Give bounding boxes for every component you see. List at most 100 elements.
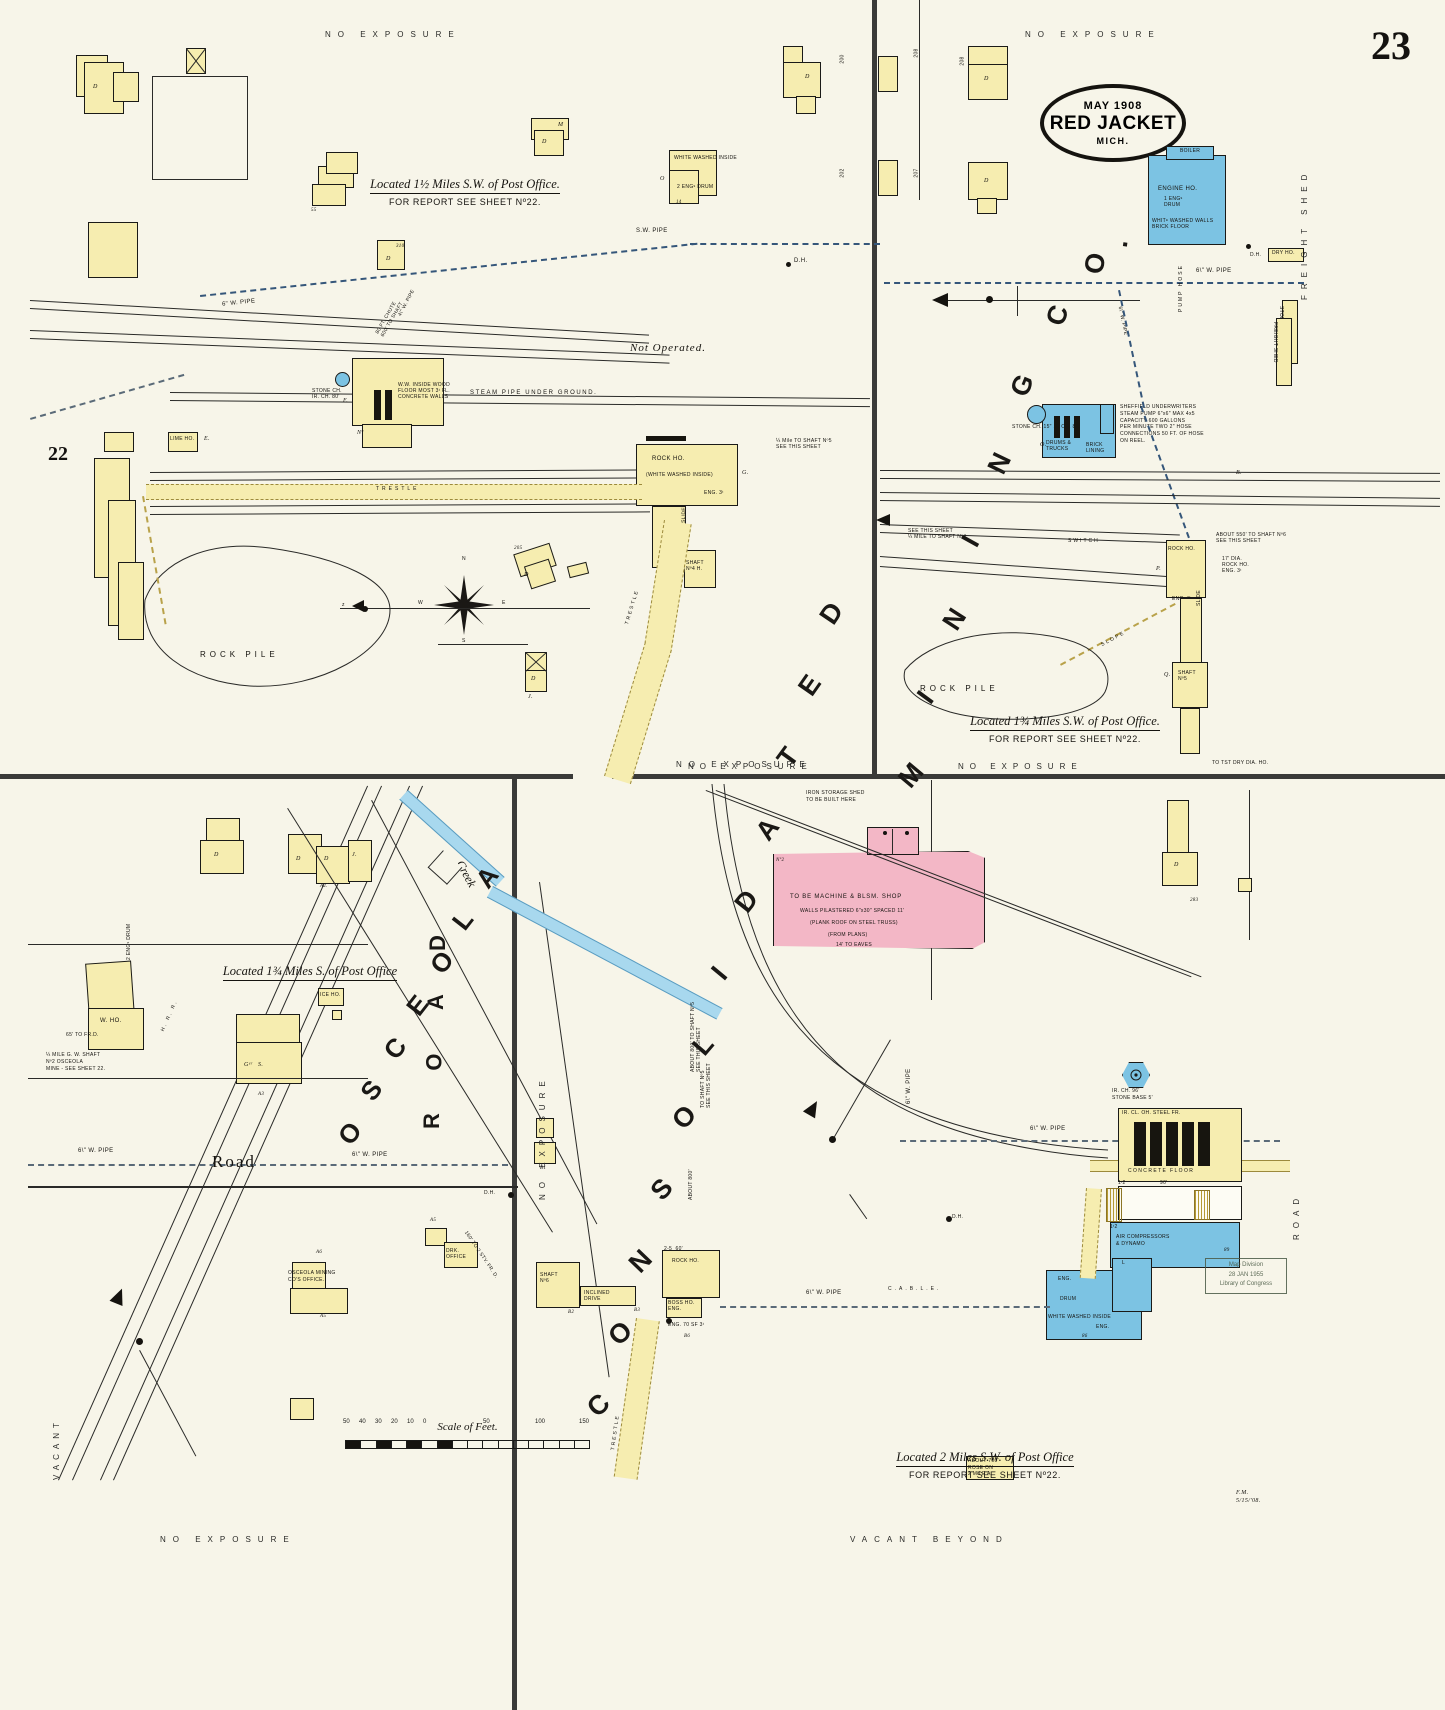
trestle-label: TRESTLE: [376, 486, 420, 492]
rock-house-label: ROCK HO.: [672, 1258, 700, 1264]
building: [878, 160, 898, 196]
building: [104, 432, 134, 452]
building: [312, 184, 346, 206]
scale-tick: 30: [375, 1419, 382, 1425]
drk-office-label: DRK.OFFICE: [446, 1248, 467, 1260]
building: [152, 76, 248, 180]
slide-label: SLIDE: [680, 506, 688, 524]
building: [796, 96, 816, 114]
property-line: [28, 944, 368, 945]
engine-label: ENG.: [1096, 1324, 1110, 1330]
machine-shop-note1: WALLS PILASTERED 6"x30" SPACED 11': [800, 908, 905, 914]
building-number: A3: [258, 1092, 265, 1097]
compass-z: z: [342, 602, 345, 608]
divider-vertical-top: [872, 0, 877, 778]
building-office: [292, 1262, 326, 1290]
property-number: 207: [913, 168, 920, 178]
building-note: 2 ENGˢ DRUM: [677, 184, 714, 190]
building: [968, 64, 1008, 100]
building-inclined-drive: [580, 1286, 636, 1306]
caption-line1: Located 1¾ Miles S. of Post Office: [222, 964, 398, 981]
drill-hole-dot: [946, 1216, 952, 1222]
building-number: A2.: [320, 884, 328, 889]
building-number: 283: [1190, 898, 1199, 903]
caption-line2: FOR REPORT SEE SHEET Nº22.: [909, 1470, 1061, 1480]
building-rock-house: [1166, 540, 1206, 598]
dimension-label: 2-5 60': [664, 1246, 683, 1252]
survey-point: [362, 606, 368, 612]
rock-house-note: (WHITE WASHED INSIDE): [646, 472, 713, 478]
building: [316, 846, 350, 884]
building-label: D: [296, 856, 301, 862]
rock-pile-outline: [144, 545, 391, 687]
building-label: D: [93, 84, 98, 90]
building-label: O: [660, 176, 665, 182]
railroad-line: [100, 785, 411, 1481]
signature: F.M.5/15/'08.: [1236, 1490, 1261, 1504]
big-label-letter: D: [813, 596, 850, 630]
divider-vertical-bottom: [512, 779, 517, 1710]
building-label: Gᵉʳ: [244, 1062, 253, 1068]
survey-point: [986, 296, 993, 303]
water-pipe-dashed: [1118, 290, 1145, 408]
building: [783, 62, 821, 98]
building-number: B3: [634, 1308, 641, 1313]
building: [977, 198, 997, 214]
building-label: Nº: [357, 430, 364, 436]
title-place: RED JACKET: [1049, 113, 1177, 134]
building-number: 310: [396, 244, 405, 249]
boiler-steel-label: IR. CL. OH. STEEL FR.: [1122, 1110, 1181, 1116]
drums-label: DRUMS &TRUCKS: [1046, 440, 1072, 452]
compass-rose-icon: [434, 575, 494, 635]
building-number: B1: [540, 1166, 547, 1171]
pipe-label: 6\" W. PIPE: [1196, 268, 1232, 274]
tst-dry-label: TO TST DRY DIA. HO.: [1212, 760, 1269, 766]
building-label: E.: [204, 436, 210, 442]
building-label: D: [214, 852, 219, 858]
building-number: 55: [311, 208, 317, 213]
building: [534, 130, 564, 156]
building: [1238, 878, 1252, 892]
drill-hole-dot: [508, 1192, 514, 1198]
railroad-line: [72, 785, 383, 1481]
engine-label: ENG.: [1058, 1276, 1072, 1282]
railroad-line: [879, 470, 1440, 474]
railroad-curve: [711, 783, 1109, 1159]
water-pipe-dashed: [900, 1140, 1280, 1142]
edge-note-top-left: NO EXPOSURE: [325, 30, 461, 39]
scale-tick: 50: [483, 1419, 490, 1425]
big-label-letter: O: [421, 1053, 447, 1071]
scale-tick: 40: [359, 1419, 366, 1425]
machine-shop-note2: (PLANK ROOF ON STEEL TRUSS): [810, 920, 898, 926]
drill-hole-label: D.H.: [484, 1190, 496, 1196]
building-label: Q.: [1164, 672, 1171, 678]
railroad-line: [150, 477, 650, 481]
scale-tick: 50: [343, 1419, 350, 1425]
big-label-letter: E: [791, 669, 827, 702]
building-engine-house: [352, 358, 444, 426]
building: [878, 56, 898, 92]
big-label-letter: S: [354, 1074, 389, 1107]
edge-note-ne-bottom: NO EXPOSURE: [958, 762, 1083, 771]
hatched-section: [1106, 1188, 1122, 1222]
pipe-label: 6\" W. PIPE: [806, 1290, 842, 1296]
big-label-letter: L: [445, 904, 480, 936]
chimney-label: STONE CH. 15" 18 CH. 80': [1012, 424, 1080, 430]
building-label: P.: [1156, 566, 1162, 572]
drill-hole-dot: [666, 1318, 672, 1324]
building-number: 205: [514, 546, 523, 551]
edge-note-right-vert: FREIGHT SHED: [1300, 168, 1309, 300]
caption-line2: FOR REPORT SEE SHEET Nº22.: [389, 197, 541, 207]
building-machine-shop-annex: [867, 827, 919, 855]
building: [348, 840, 372, 882]
property-line: [438, 644, 528, 645]
building-number: 14: [676, 200, 682, 205]
scale-tick: 0: [423, 1419, 427, 1425]
building: [1167, 800, 1189, 856]
scale-bar-container: Scale of Feet. 50 40 30 20 10 0 50 100 1…: [343, 1419, 590, 1449]
edge-note-bottom-right: VACANT BEYOND: [850, 1535, 1009, 1544]
